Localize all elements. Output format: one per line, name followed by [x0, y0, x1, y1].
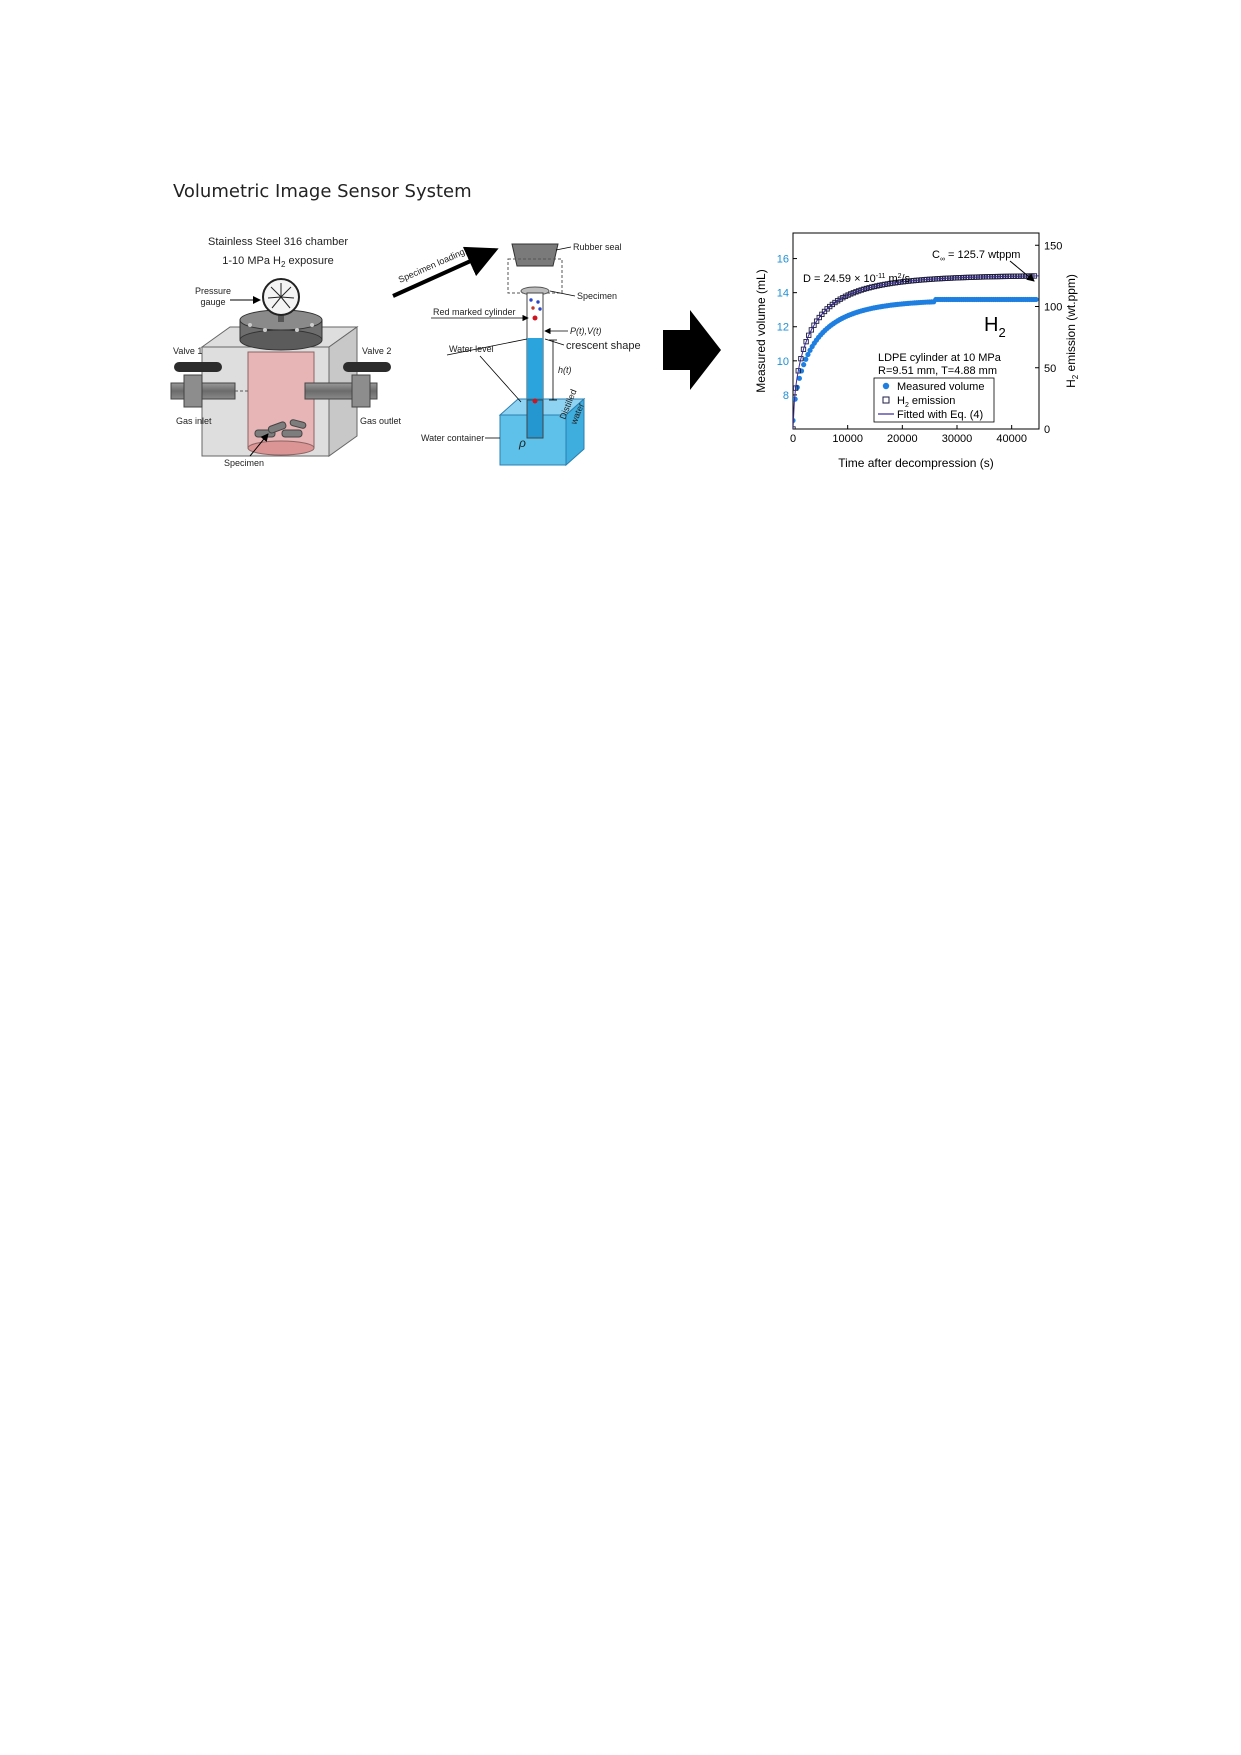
left-y-axis: 8 10 12 14 16 — [777, 254, 797, 402]
right-y-tick-label: 150 — [1044, 240, 1062, 252]
rubber-seal-pointer — [555, 246, 572, 251]
specimen-pointer — [249, 433, 269, 457]
crescent-pointer — [544, 338, 565, 346]
fit-line — [793, 275, 1039, 429]
left-y-tick-label: 14 — [777, 288, 789, 300]
page-title: Volumetric Image Sensor System — [173, 181, 472, 202]
sample-label-1: LDPE cylinder at 10 MPa — [878, 352, 1002, 364]
water-level-pointer-2 — [479, 355, 522, 403]
valve-2-label: Valve 2 — [362, 346, 391, 356]
emission-point — [793, 426, 796, 429]
gauge-needles — [267, 283, 295, 309]
water-level-label: Water level — [449, 344, 494, 354]
x-tick-label: 0 — [790, 433, 796, 445]
exposure-label: 1-10 MPa H2 exposure — [222, 255, 333, 269]
diffusivity-label: D = 24.59 × 10-11 m2/s — [803, 273, 911, 285]
crescent-shape-label: crescent shape — [566, 340, 641, 352]
red-marked-cylinder-label: Red marked cylinder — [433, 307, 516, 317]
rubber-seal-label: Rubber seal — [573, 242, 622, 252]
right-y-tick-label: 0 — [1044, 424, 1050, 436]
legend-marker-emission — [882, 396, 890, 404]
red-mark — [532, 398, 538, 404]
left-y-tick-label: 16 — [777, 254, 789, 266]
left-y-tick-label: 8 — [783, 390, 789, 402]
right-y-tick-label: 100 — [1044, 302, 1062, 314]
c-infinity-pointer — [1009, 260, 1035, 282]
x-tick-label: 20000 — [887, 433, 918, 445]
data-layer — [793, 273, 1039, 429]
chamber-label: Stainless Steel 316 chamber — [208, 236, 348, 248]
legend-marker-volume — [882, 382, 890, 390]
rubber-seal-icon — [511, 243, 559, 267]
bolt — [295, 328, 299, 332]
x-tick-label: 30000 — [942, 433, 973, 445]
sample-label-2: R=9.51 mm, T=4.88 mm — [878, 365, 997, 377]
gas-label: H2 — [984, 314, 1006, 340]
height-label: h(t) — [558, 365, 572, 375]
c-infinity-label: C∞ = 125.7 wtppm — [932, 249, 1020, 263]
sensor-specimen-label: Specimen — [577, 291, 617, 301]
gas-inlet-pipe — [170, 382, 236, 400]
right-y-tick-label: 50 — [1044, 363, 1056, 375]
volume-point — [805, 351, 811, 358]
x-axis-label: Time after decompression (s) — [838, 456, 994, 470]
valve-1-handle — [174, 362, 222, 372]
flange-bottom — [239, 329, 323, 351]
gas-inlet-label: Gas inlet — [176, 416, 212, 426]
x-axis: 0 10000 20000 30000 40000 — [790, 425, 1027, 445]
left-y-tick-label: 10 — [777, 356, 789, 368]
volume-point — [796, 375, 802, 381]
gas-outlet-label: Gas outlet — [360, 416, 402, 426]
legend: Measured volume H2 emission Fitted with … — [873, 377, 995, 423]
emission-point — [806, 332, 812, 338]
bolt — [263, 328, 267, 332]
emission-point — [800, 346, 807, 352]
emission-point — [798, 356, 804, 362]
process-arrow-icon — [663, 310, 721, 390]
tube-submerged — [526, 399, 544, 439]
chamber-specimen-label: Specimen — [224, 458, 264, 468]
left-y-tick-label: 12 — [777, 322, 789, 334]
water-container-label: Water container — [421, 433, 484, 443]
right-axis-label: H2 emission (wt.ppm) — [1064, 274, 1080, 388]
valve-1-body — [183, 374, 203, 408]
volume-point — [803, 356, 809, 362]
x-tick-label: 40000 — [996, 433, 1027, 445]
pressure-volume-label: P(t),V(t) — [570, 326, 602, 336]
pressure-gauge-label-1: Pressure — [195, 286, 231, 296]
vessel-bottom — [247, 440, 315, 456]
emission-chart: 0 10000 20000 30000 40000 8 10 12 14 16 0 50 100 15… — [754, 232, 1080, 470]
legend-label-fit: Fitted with Eq. (4) — [897, 409, 983, 421]
valve-2-body — [351, 374, 371, 408]
volume-point — [801, 362, 807, 368]
specimen-pointer-2 — [549, 290, 576, 297]
bolt — [248, 323, 252, 327]
legend-label-emission: H2 emission — [897, 395, 955, 409]
x-tick-label: 10000 — [832, 433, 863, 445]
chamber-diagram: Stainless Steel 316 chamber 1-10 MPa H2 … — [170, 236, 402, 468]
left-axis-label: Measured volume (mL) — [754, 269, 768, 392]
legend-box — [873, 377, 995, 423]
density-symbol: ρ — [518, 436, 526, 450]
valve-1-label: Valve 1 — [173, 346, 202, 356]
specimen-loading-arrow — [392, 246, 499, 298]
bubbles — [529, 298, 542, 321]
pressure-gauge-label-2: gauge — [200, 297, 225, 307]
legend-label-volume: Measured volume — [897, 381, 984, 393]
volume-point — [1033, 296, 1039, 303]
series-measured-volume — [793, 296, 1039, 424]
right-y-axis: 0 50 100 150 — [1035, 240, 1062, 436]
emission-point — [803, 339, 809, 345]
water-level-pointer-1 — [446, 338, 528, 356]
valve-2-handle — [343, 362, 391, 372]
bolt — [310, 323, 314, 327]
sensor-diagram: Specimen loading Rubber seal Specimen ρ … — [392, 242, 641, 467]
